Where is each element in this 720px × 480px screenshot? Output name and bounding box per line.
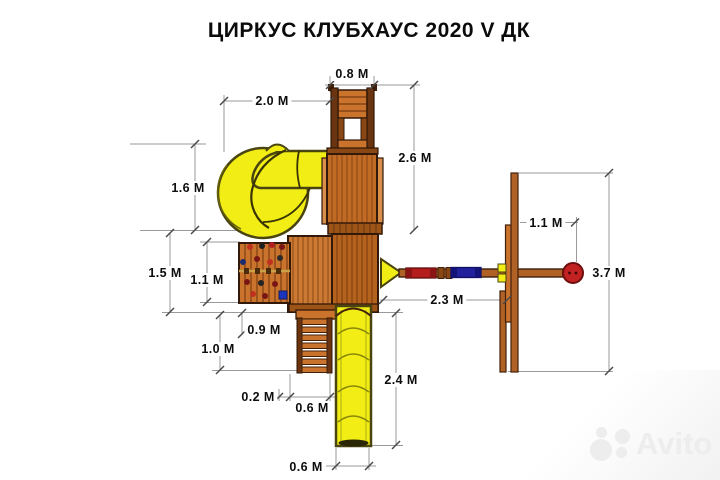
swing-seat-blue (450, 266, 482, 279)
avito-logo-dot (590, 439, 612, 461)
dim-ladder-width: 0.6 М (292, 401, 332, 415)
dim-rail-width: 0.2 М (238, 390, 278, 404)
swing-seat-red (405, 267, 437, 279)
dim-wall-offset: 0.9 М (244, 323, 284, 337)
dim-climb-wall-depth: 1.1 М (187, 273, 227, 287)
dim-ladder-depth: 1.0 М (198, 342, 238, 356)
tower-roof (321, 153, 384, 235)
climbing-wall (238, 242, 291, 304)
tower-top-module (326, 84, 379, 155)
swing-beam (380, 257, 564, 289)
spiral-slide (216, 143, 332, 240)
tube-slide (334, 304, 373, 448)
dim-tube-width: 0.6 М (286, 460, 326, 474)
avito-logo-dot (615, 429, 630, 444)
dim-frame-span: 3.7 М (589, 266, 629, 280)
access-ladder (295, 309, 337, 374)
dim-spiral-depth: 1.6 М (168, 181, 208, 195)
dimension-ticks (165, 80, 614, 471)
dim-beam-overhang: 1.1 М (526, 216, 566, 230)
avito-watermark: Avito (588, 424, 712, 472)
spiral-slide-tube (251, 149, 332, 190)
avito-logo-dot (616, 447, 627, 458)
avito-logo-dot (596, 427, 607, 438)
dim-slide-span: 2.0 М (252, 94, 292, 108)
climbing-holds (240, 242, 288, 300)
dim-tube-length: 2.4 М (381, 373, 421, 387)
dim-tower-top-width: 0.8 М (332, 67, 372, 81)
main-deck (287, 233, 379, 313)
avito-logo-text: Avito (636, 426, 713, 461)
dim-swing-bay: 2.3 М (427, 293, 467, 307)
dim-deck-depth: 1.5 М (145, 266, 185, 280)
a-frame-post (497, 172, 519, 373)
dim-tower-length: 2.6 М (395, 151, 435, 165)
tetherball (562, 262, 584, 284)
page-title: ЦИРКУС КЛУБХАУС 2020 V ДК (207, 19, 531, 42)
beam-bracket (380, 257, 403, 289)
